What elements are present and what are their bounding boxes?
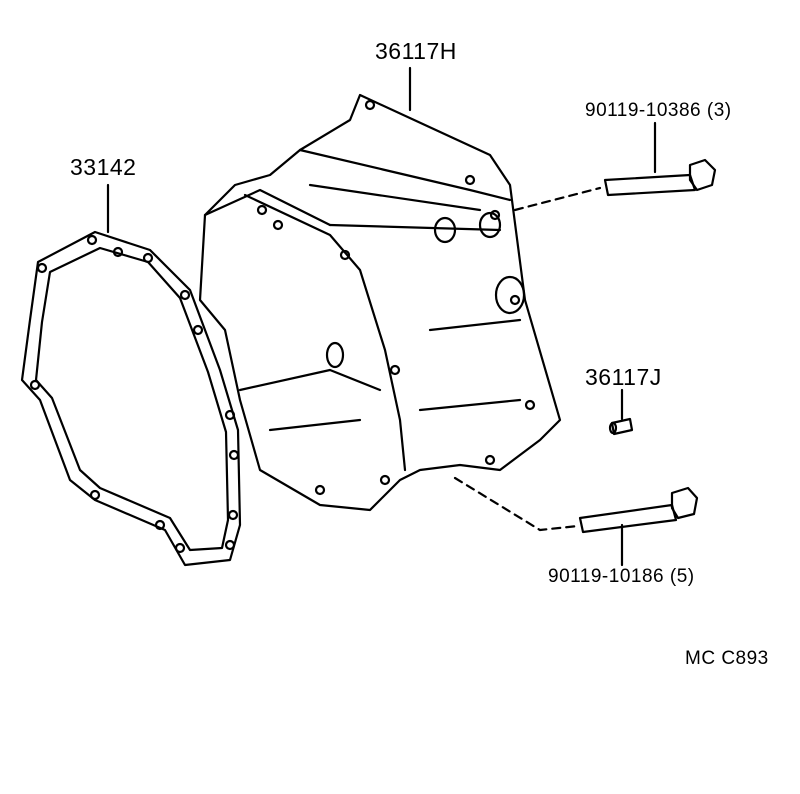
label-pin: 36117J	[585, 364, 662, 390]
label-upper-bolt: 90119-10386 (3)	[585, 100, 732, 122]
gasket-drawing	[20, 183, 242, 567]
upper-bolt-part-number: 90119-10386	[585, 100, 702, 121]
upper-bolt-qty: (3)	[706, 100, 732, 121]
lower-bolt-qty: (5)	[669, 566, 695, 587]
figure-code: MC C893	[685, 648, 769, 669]
cover-drawing	[198, 66, 562, 512]
lower-bolt-part-number: 90119-10186	[548, 566, 665, 587]
label-gasket: 33142	[70, 154, 137, 180]
pin-drawing	[608, 388, 634, 436]
upper-bolt-drawing	[513, 121, 717, 212]
label-lower-bolt: 90119-10186 (5)	[548, 566, 695, 588]
label-cover: 36117H	[375, 38, 457, 64]
lower-bolt-drawing	[453, 476, 699, 567]
